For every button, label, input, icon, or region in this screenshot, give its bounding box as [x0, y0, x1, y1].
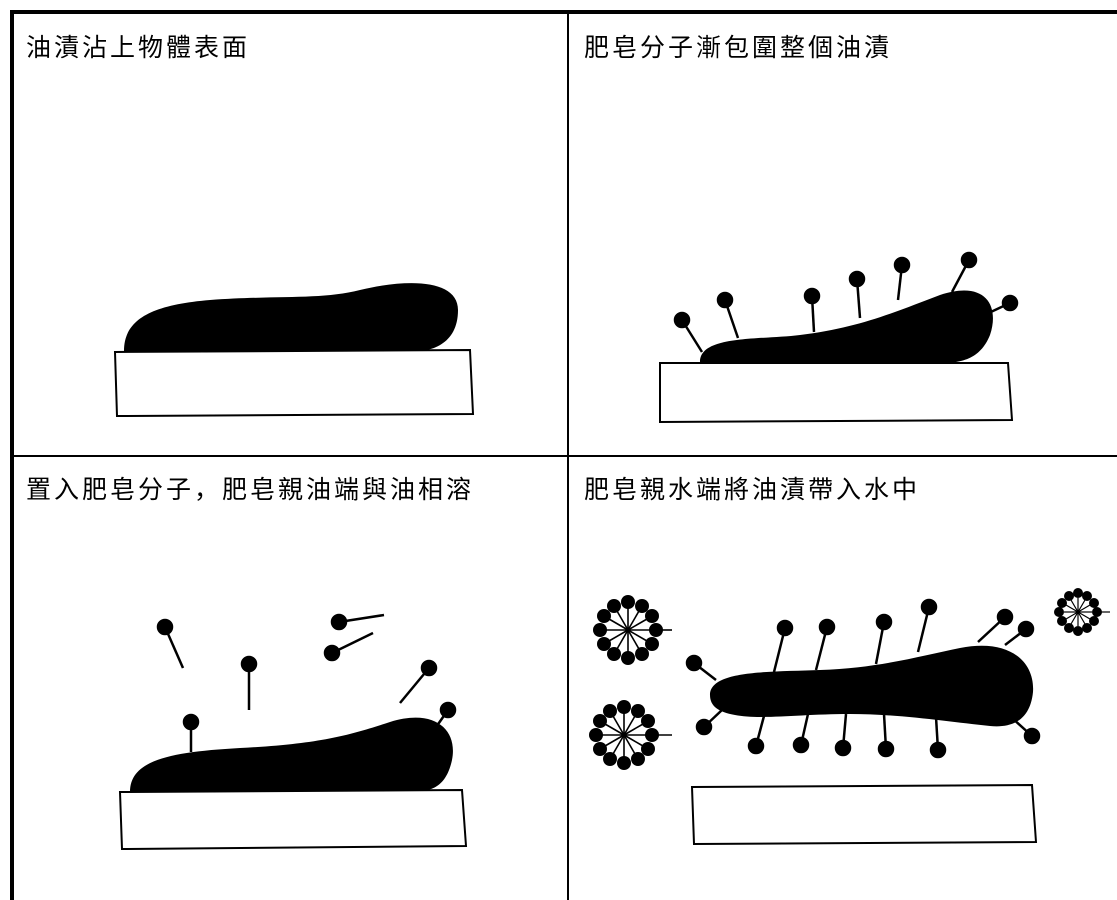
- panel-2-illustration: [659, 251, 1019, 424]
- panel-4-illustration: [589, 588, 1110, 846]
- oil-stain: [700, 290, 993, 363]
- soap-molecules: [673, 251, 1019, 353]
- micelle: [593, 595, 672, 665]
- panel-2-caption: 肥皂分子漸包圍整個油漬: [584, 33, 893, 62]
- soap-molecules: [156, 613, 457, 752]
- micelle: [589, 700, 672, 770]
- panel-3-illustration: [118, 613, 468, 851]
- oil-stain: [710, 645, 1034, 727]
- surface-block: [113, 348, 475, 418]
- panel-1-caption: 油漬沾上物體表面: [26, 33, 251, 62]
- oil-stain: [130, 717, 453, 792]
- surface-block: [118, 788, 468, 851]
- panel-3-caption: 置入肥皂分子，肥皂親油端與油相溶: [26, 475, 475, 504]
- surface-block: [659, 362, 1014, 424]
- soap-molecules: [685, 598, 1041, 759]
- panel-4-caption: 肥皂親水端將油漬帶入水中: [584, 475, 921, 504]
- micelle: [1054, 588, 1110, 636]
- oil-stain: [124, 283, 458, 352]
- table-border-top: [10, 10, 1117, 14]
- table-divider-horizontal: [12, 455, 1117, 457]
- surface-block: [690, 783, 1038, 846]
- panel-1-illustration: [113, 283, 475, 418]
